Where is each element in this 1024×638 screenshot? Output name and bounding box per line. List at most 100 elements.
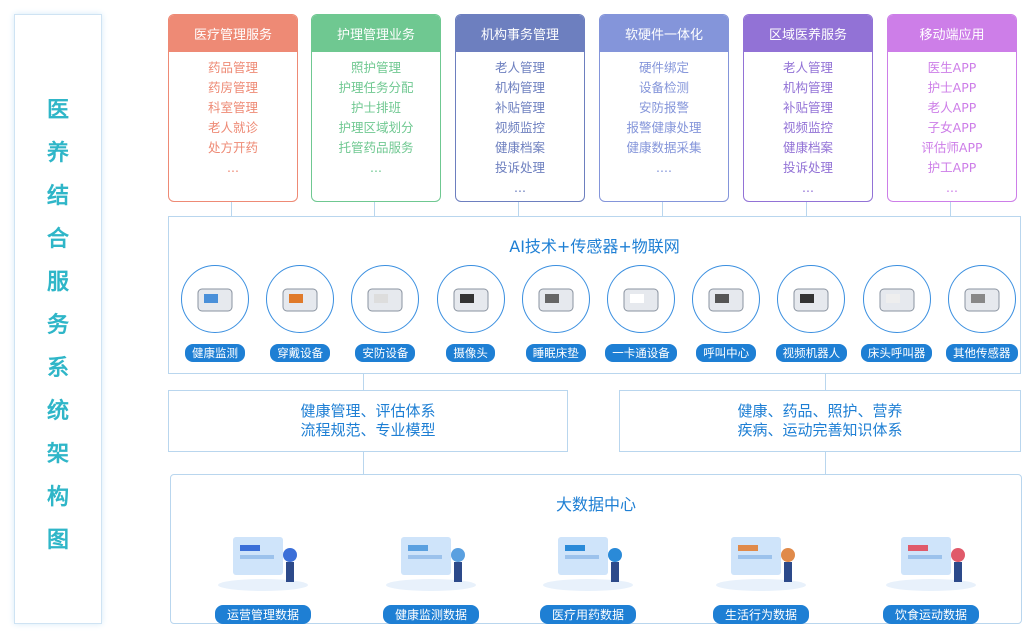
device-10: 其他传感器: [942, 265, 1022, 362]
camera-icon: [436, 265, 505, 333]
title-char: 统: [46, 399, 69, 424]
card-item: 护理任务分配: [338, 80, 414, 95]
data-category: 健康监测数据: [371, 525, 491, 624]
text-line: 健康管理、评估体系: [300, 402, 436, 420]
card-item: 药房管理: [207, 80, 258, 95]
card-item: 健康档案: [782, 140, 833, 155]
device-3: 安防设备: [345, 265, 425, 362]
phone-icon: [692, 265, 761, 333]
card-item: 托管药品服务: [338, 140, 414, 155]
card-item: 补贴管理: [494, 100, 545, 115]
card-item: 机构管理: [782, 80, 833, 95]
monitor-icon: [181, 265, 249, 333]
card-item: 报警健康处理: [626, 120, 702, 135]
data-label: 饮食运动数据: [882, 605, 979, 624]
device-4: 摄像头: [431, 265, 511, 362]
title-char: 合: [46, 227, 69, 252]
ai-title: AI技术+传感器+物联网: [509, 237, 680, 256]
data-category: 运营管理数据: [203, 525, 323, 624]
card-item: 安防报警: [638, 100, 689, 115]
diet-exercise-illustration: [876, 525, 986, 593]
card-item: 处方开药: [207, 140, 258, 155]
module-card: 软硬件一体化硬件绑定设备检测安防报警报警健康处理健康数据采集....: [599, 14, 729, 202]
card-item: 投诉处理: [494, 160, 545, 175]
card-item: 评估师APP: [921, 140, 983, 155]
data-label: 生活行为数据: [712, 605, 809, 624]
card-header: 机构事务管理: [456, 15, 584, 52]
device-label: 睡眠床垫: [525, 344, 586, 362]
card-item: 科室管理: [207, 100, 258, 115]
title-char: 构: [46, 485, 69, 510]
mattress-icon: [521, 265, 590, 333]
card-item: ...: [514, 180, 526, 195]
card-reader-icon: [607, 265, 675, 333]
card-item: ...: [802, 180, 814, 195]
data-label: 医疗用药数据: [539, 605, 636, 624]
ai-iot-panel: AI技术+传感器+物联网 健康监测穿戴设备安防设备摄像头睡眠床垫一卡通设备呼叫中…: [168, 216, 1021, 374]
card-item: 照护管理: [350, 60, 401, 75]
operations-illustration: [208, 525, 318, 593]
robot-icon: [777, 265, 846, 333]
title-char: 务: [46, 313, 69, 338]
card-item: 护理区域划分: [338, 120, 414, 135]
card-item: 老人管理: [494, 60, 545, 75]
card-item: ...: [227, 160, 239, 175]
device-label: 健康监测: [185, 344, 245, 362]
card-item: 设备检测: [638, 80, 689, 95]
card-header: 医疗管理服务: [169, 15, 297, 52]
card-item: 子女APP: [927, 120, 977, 135]
device-label: 呼叫中心: [696, 344, 757, 362]
card-item: 医生APP: [927, 60, 977, 75]
knowledge-system-box: 健康、药品、照护、营养 疾病、运动完善知识体系: [619, 390, 1021, 452]
device-label: 其他传感器: [946, 344, 1018, 362]
card-item: 硬件绑定: [638, 60, 689, 75]
smoke-detector-icon: [351, 265, 420, 333]
title-char: 图: [46, 528, 69, 553]
title-char: 服: [46, 270, 69, 295]
card-item: 视频监控: [494, 120, 545, 135]
card-item: ...: [946, 180, 958, 195]
card-item: 老人APP: [927, 100, 977, 115]
device-5: 睡眠床垫: [516, 265, 596, 362]
device-label: 摄像头: [446, 344, 495, 362]
title-char: 医: [46, 98, 69, 123]
daily-life-illustration: [706, 525, 816, 593]
module-card: 护理管理业务照护管理护理任务分配护士排班护理区域划分托管药品服务...: [311, 14, 441, 202]
device-label: 视频机器人: [775, 344, 848, 362]
card-header: 护理管理业务: [312, 15, 440, 52]
module-card: 医疗管理服务药品管理药房管理科室管理老人就诊处方开药...: [168, 14, 298, 202]
card-header: 区域医养服务: [744, 15, 872, 52]
title-char: 系: [46, 356, 69, 381]
data-label: 运营管理数据: [214, 605, 311, 624]
device-label: 安防设备: [355, 344, 416, 362]
card-item: 补贴管理: [782, 100, 833, 115]
watch-icon: [266, 265, 335, 333]
device-1: 健康监测: [175, 265, 255, 362]
card-item: 药品管理: [207, 60, 258, 75]
big-data-title: 大数据中心: [555, 495, 636, 514]
card-item: 护士APP: [927, 80, 977, 95]
data-category: 饮食运动数据: [871, 525, 991, 624]
data-label: 健康监测数据: [382, 605, 479, 624]
health-monitoring-illustration: [376, 525, 486, 593]
card-item: 健康档案: [494, 140, 545, 155]
diagram-title: 医养结合服务系统架构图: [14, 14, 102, 624]
card-item: 老人管理: [782, 60, 833, 75]
device-label: 穿戴设备: [270, 344, 331, 362]
card-header: 移动端应用: [888, 15, 1016, 52]
management-system-box: 健康管理、评估体系 流程规范、专业模型: [168, 390, 568, 452]
title-char: 养: [46, 141, 69, 166]
device-2: 穿戴设备: [260, 265, 340, 362]
text-line: 流程规范、专业模型: [300, 421, 436, 439]
device-9: 床头呼叫器: [857, 265, 937, 362]
card-item: 机构管理: [494, 80, 545, 95]
card-item: 护士排班: [350, 100, 401, 115]
module-card: 机构事务管理老人管理机构管理补贴管理视频监控健康档案投诉处理...: [455, 14, 585, 202]
bedside-caller-icon: [862, 265, 931, 333]
device-label: 床头呼叫器: [860, 344, 933, 362]
module-card: 区域医养服务老人管理机构管理补贴管理视频监控健康档案投诉处理...: [743, 14, 873, 202]
text-line: 疾病、运动完善知识体系: [737, 421, 903, 439]
card-item: 老人就诊: [207, 120, 258, 135]
device-8: 视频机器人: [771, 265, 851, 362]
